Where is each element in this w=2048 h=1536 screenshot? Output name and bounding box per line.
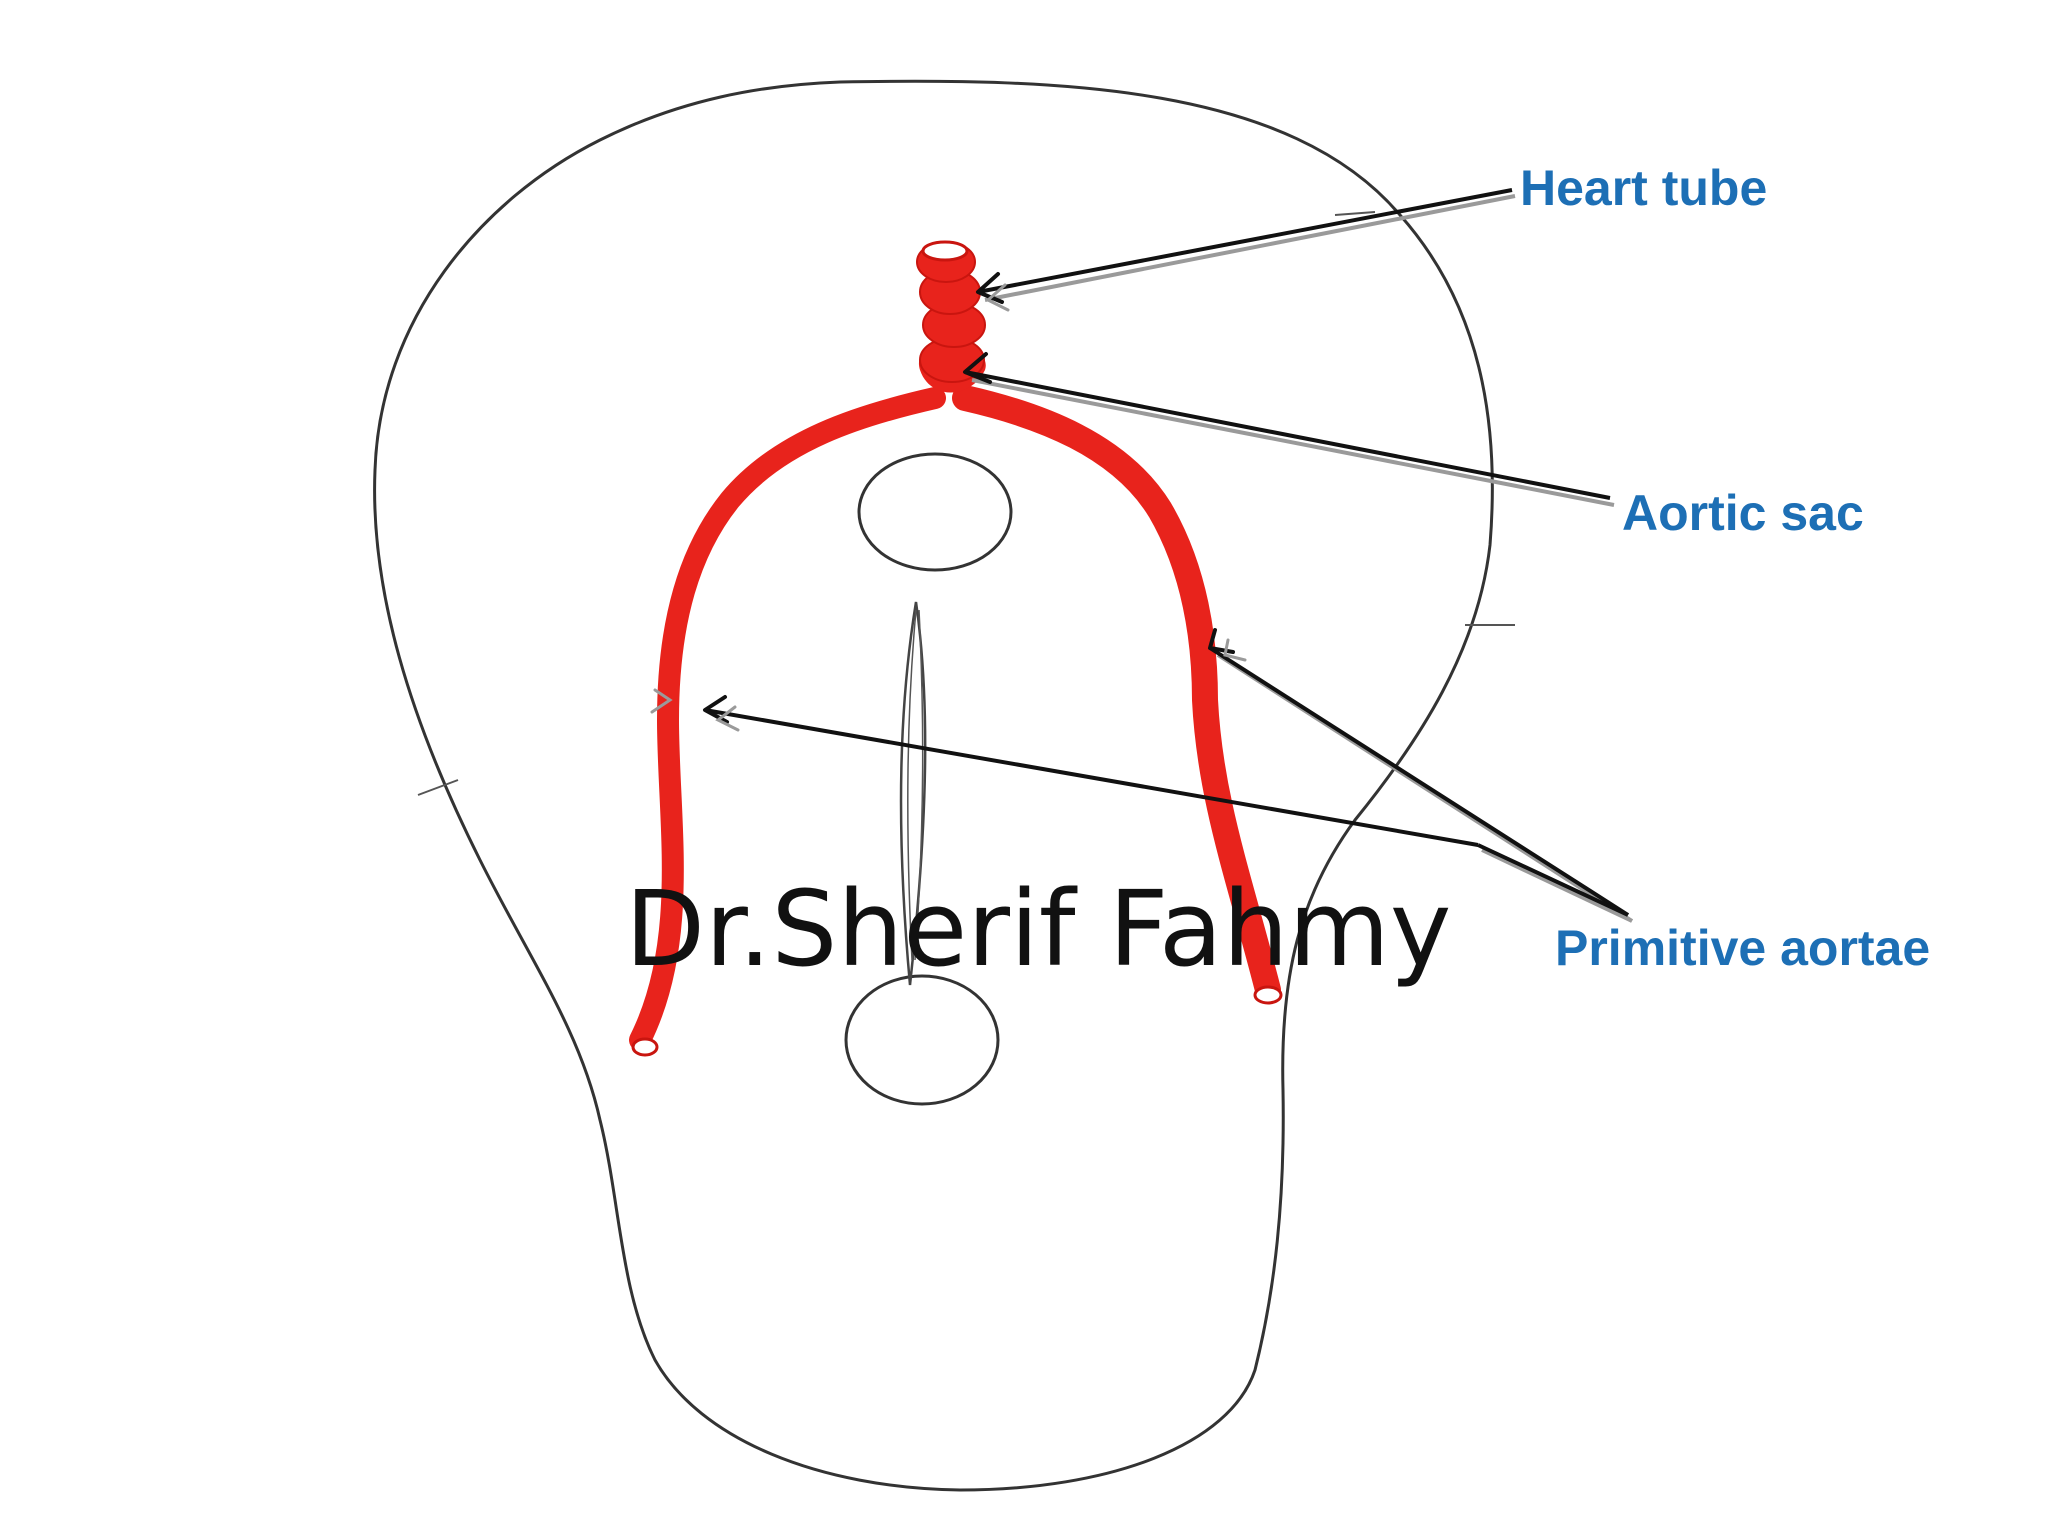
left-aorta-end bbox=[631, 1037, 659, 1057]
outline-tick-right-top bbox=[1334, 211, 1376, 216]
heart-tube-opening bbox=[921, 240, 969, 262]
watermark-text: Dr.Sherif Fahmy bbox=[625, 868, 1451, 990]
right-aorta-end bbox=[1253, 985, 1283, 1005]
central-groove bbox=[899, 601, 927, 986]
left-aorta-arrowhead bbox=[703, 695, 729, 724]
arrowhead-shadows bbox=[650, 283, 1247, 732]
leader-lines bbox=[704, 188, 1630, 917]
right-primitive-aorta bbox=[952, 385, 1281, 1003]
aortic-sac-arrowhead bbox=[963, 352, 992, 384]
primitive-aortae-leader-left bbox=[704, 708, 1479, 847]
aortic-sac-leader bbox=[964, 370, 1611, 500]
embryo-outline bbox=[373, 79, 1494, 1492]
right-aorta-arrowhead bbox=[1208, 628, 1235, 654]
central-groove-inner-2 bbox=[914, 609, 924, 961]
primitive-aortae-leader-right bbox=[1208, 646, 1630, 917]
label-aortic-sac: Aortic sac bbox=[1622, 485, 1864, 541]
label-heart-tube: Heart tube bbox=[1520, 160, 1767, 216]
label-primitive-aortae: Primitive aortae bbox=[1555, 920, 1930, 976]
heart-tube-leader bbox=[977, 188, 1513, 294]
outline-tick-left bbox=[417, 779, 459, 796]
central-groove-inner bbox=[907, 609, 917, 961]
lower-circle bbox=[844, 974, 1000, 1106]
heart-tube-arrowhead bbox=[976, 272, 1004, 304]
upper-circle bbox=[857, 452, 1013, 572]
primitive-aortae-leader-join bbox=[1477, 843, 1629, 917]
left-primitive-aorta bbox=[629, 387, 946, 1051]
